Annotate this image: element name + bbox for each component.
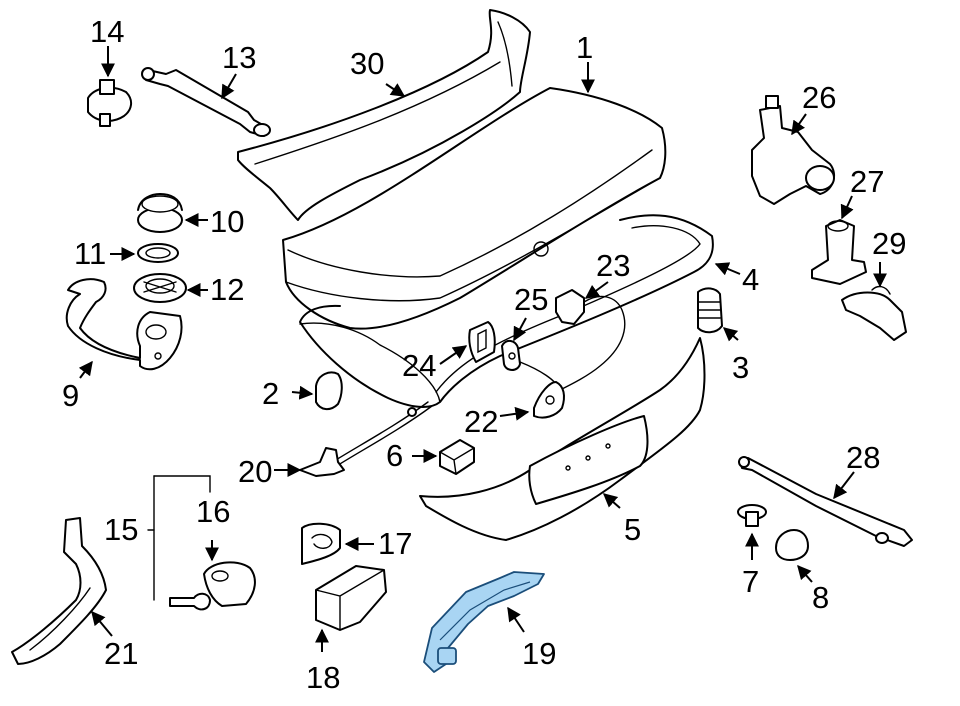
part-29-clip[interactable] — [841, 285, 907, 341]
part-21-hinge-arm[interactable] — [11, 517, 107, 665]
callout-4: 4 — [742, 262, 759, 297]
part-10-grommet[interactable] — [137, 193, 183, 233]
part-22-lock-bezel[interactable] — [533, 381, 565, 419]
callout-labels: 1 2 3 4 5 6 7 8 9 10 11 12 13 14 15 16 1… — [62, 14, 906, 695]
callout-24: 24 — [402, 348, 436, 383]
part-28-gas-strut[interactable] — [738, 456, 913, 547]
callout-22: 22 — [464, 404, 498, 439]
callout-15: 15 — [104, 512, 138, 547]
part-20-release-cable[interactable] — [299, 401, 433, 477]
part-11-washer[interactable] — [137, 243, 179, 263]
part-19-release-bracket-highlighted[interactable] — [423, 571, 545, 673]
part-25-clip[interactable] — [501, 340, 521, 371]
part-15-key[interactable] — [169, 592, 211, 611]
part-12-grommet[interactable] — [133, 273, 187, 303]
callout-23: 23 — [596, 248, 630, 283]
callout-8: 8 — [812, 580, 829, 615]
callout-10: 10 — [210, 204, 244, 239]
callout-29: 29 — [872, 226, 906, 261]
callout-11: 11 — [74, 236, 106, 271]
callout-25: 25 — [514, 282, 548, 317]
part-9-hinge[interactable] — [65, 278, 183, 371]
callout-30: 30 — [350, 46, 384, 81]
callout-19: 19 — [522, 636, 556, 671]
callout-13: 13 — [222, 40, 256, 75]
callout-16: 16 — [196, 494, 230, 529]
part-8-cap[interactable] — [775, 529, 809, 561]
callout-12: 12 — [210, 272, 244, 307]
callout-6: 6 — [386, 438, 403, 473]
part-14-bumper-stop[interactable] — [87, 79, 132, 127]
part-5-trim-panel[interactable] — [419, 337, 706, 541]
part-6-plug[interactable] — [439, 439, 475, 475]
part-26-actuator[interactable] — [751, 95, 836, 205]
part-24-pull-handle[interactable] — [468, 321, 496, 363]
callout-28: 28 — [846, 440, 880, 475]
part-13-gas-strut[interactable] — [141, 67, 271, 137]
callout-1: 1 — [576, 30, 593, 65]
part-3-bump-stop[interactable] — [697, 287, 723, 334]
part-7-ball-stud[interactable] — [737, 504, 767, 527]
callout-27: 27 — [850, 164, 884, 199]
callout-17: 17 — [378, 526, 412, 561]
callout-9: 9 — [62, 378, 79, 413]
callout-26: 26 — [802, 80, 836, 115]
callout-arrows — [78, 46, 887, 652]
callout-2: 2 — [262, 376, 279, 411]
part-1-trunk-lid[interactable] — [282, 87, 667, 330]
callout-3: 3 — [732, 350, 749, 385]
callout-20: 20 — [238, 454, 272, 489]
part-17-cover[interactable] — [301, 522, 341, 565]
callout-5: 5 — [624, 512, 641, 547]
part-30-spoiler[interactable] — [237, 9, 531, 221]
part-16-lock-cylinder[interactable] — [203, 561, 256, 607]
part-18-latch[interactable] — [315, 565, 387, 631]
part-15-bracket-lines — [147, 475, 211, 601]
callout-21: 21 — [104, 636, 138, 671]
callout-14: 14 — [90, 14, 124, 49]
callout-18: 18 — [306, 660, 340, 695]
part-27-striker[interactable] — [811, 219, 867, 285]
callout-7: 7 — [742, 564, 759, 599]
trunk-inner-panel — [299, 322, 441, 403]
part-2-clip[interactable] — [315, 371, 343, 410]
